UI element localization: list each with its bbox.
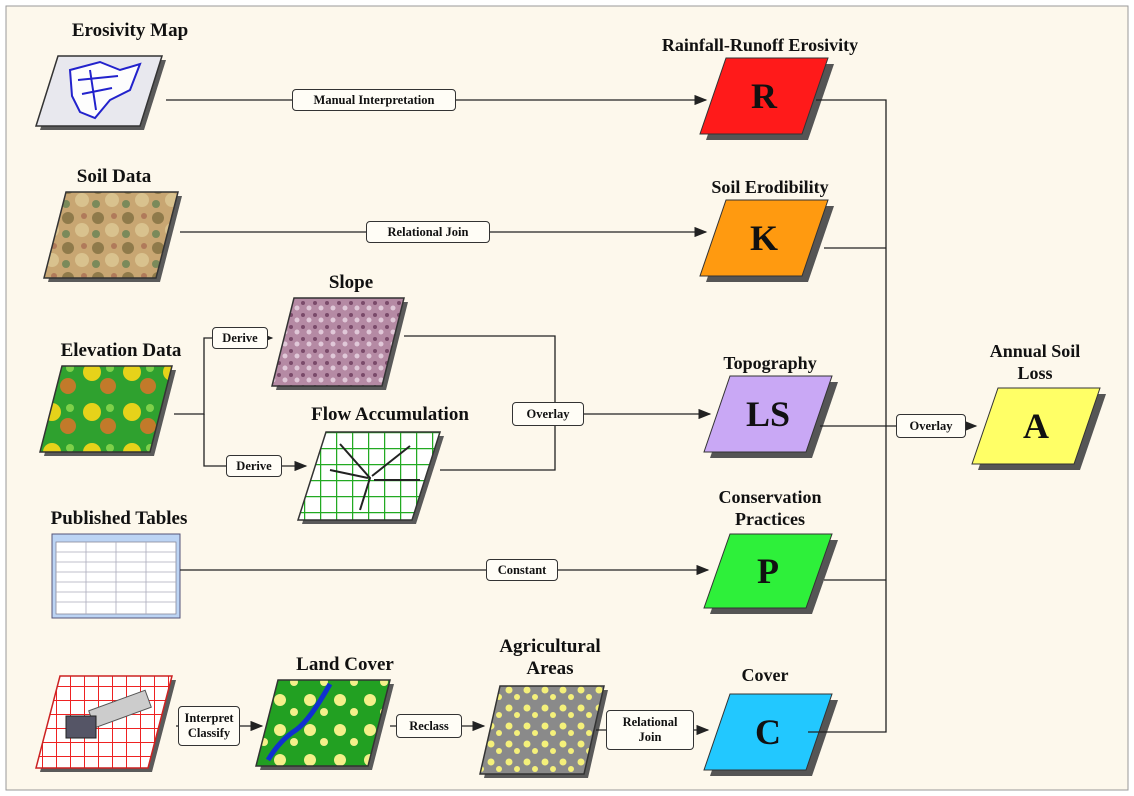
overlay-final-box: Overlay xyxy=(896,414,966,438)
slope-label: Slope xyxy=(328,272,374,293)
agricultural-areas-label: Agricultural Areas xyxy=(499,636,601,679)
factor-p-shape xyxy=(703,533,838,614)
factor-k-shape xyxy=(699,199,834,282)
diagram-frame xyxy=(5,5,1129,791)
factor-k-title: Soil Erodibility xyxy=(711,177,829,197)
factor-c-letter: C xyxy=(755,712,781,752)
interpret-classify-box: Interpret Classify xyxy=(178,706,240,746)
factor-p-title: Conservation Practices xyxy=(718,487,822,529)
flow-accumulation-label: Flow Accumulation xyxy=(311,404,469,425)
soil-data-layer xyxy=(43,191,182,282)
elevation-data-layer xyxy=(39,365,176,456)
land-cover-label: Land Cover xyxy=(296,654,394,675)
erosivity-map-layer xyxy=(34,55,166,130)
output-a-shape xyxy=(971,387,1106,470)
factor-ls-title: Topography xyxy=(723,353,817,373)
agricultural-areas-layer xyxy=(479,685,608,778)
relational-join-cover-box: Relational Join xyxy=(606,710,694,750)
factor-c-shape xyxy=(703,693,838,776)
flow-accumulation-layer xyxy=(296,431,444,524)
overlay-topography-box: Overlay xyxy=(512,402,584,426)
output-a-title: Annual Soil Loss xyxy=(989,341,1081,383)
derive-slope-box: Derive xyxy=(212,327,268,349)
factor-c-title: Cover xyxy=(741,665,789,685)
satellite-grid-layer xyxy=(35,675,176,772)
manual-interpretation-box: Manual Interpretation xyxy=(292,89,456,111)
line-factor-bus xyxy=(808,99,887,733)
factor-r-shape xyxy=(699,57,834,140)
factor-r-title: Rainfall-Runoff Erosivity xyxy=(661,35,859,55)
factor-k-letter: K xyxy=(749,218,778,258)
derive-flow-box: Derive xyxy=(226,455,282,477)
elevation-data-label: Elevation Data xyxy=(60,340,182,361)
reclass-box: Reclass xyxy=(396,714,462,738)
slope-layer xyxy=(271,297,408,390)
factor-ls-shape xyxy=(703,375,838,458)
published-tables-label: Published Tables xyxy=(50,508,188,529)
output-a-letter: A xyxy=(1023,406,1049,446)
factor-ls-letter: LS xyxy=(745,394,791,434)
constant-box: Constant xyxy=(486,559,558,581)
factor-p-letter: P xyxy=(757,551,779,591)
land-cover-layer xyxy=(255,679,394,770)
factor-r-letter: R xyxy=(751,76,777,116)
published-tables-layer xyxy=(51,533,181,619)
erosivity-map-label: Erosivity Map xyxy=(71,20,189,41)
relational-join-box: Relational Join xyxy=(366,221,490,243)
soil-data-label: Soil Data xyxy=(76,166,152,187)
